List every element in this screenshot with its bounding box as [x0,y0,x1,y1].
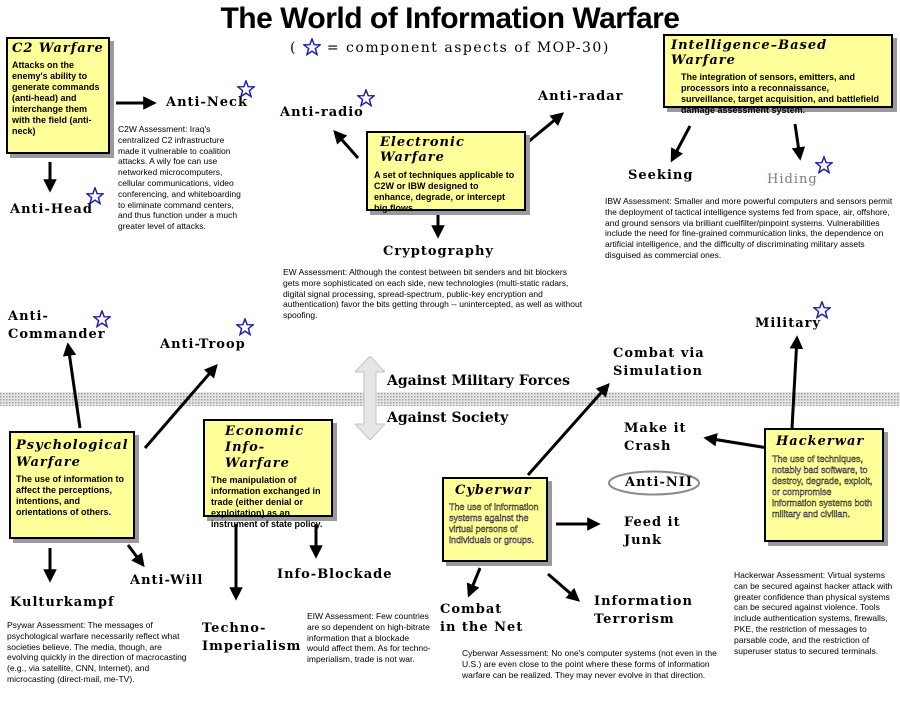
node-anti-commander: Anti- Commander [8,309,106,342]
node-anti-radio: Anti-radio [280,105,364,120]
arrow-ew-anti-radar [527,112,565,144]
legend-text: = component aspects of MOP-30) [326,40,610,56]
star-icon [237,80,255,98]
node-anti-neck: Anti-Neck [166,95,248,110]
star-icon [236,318,254,336]
star-icon [302,38,321,56]
node-make-it-crash: Make it Crash [624,421,687,454]
arrow-ibw-hiding [791,123,806,161]
node-kulturkampf: Kulturkampf [10,595,115,610]
node-info-blockade: Info-Blockade [277,567,393,582]
node-techno-imperialism: Techno- Imperialism [202,621,302,654]
intelligence-warfare-box[interactable]: Intelligence–Based Warfare The integrati… [663,34,893,115]
node-anti-troop: Anti-Troop [160,337,246,352]
electronic-warfare-description: A set of techniques applicable to C2W or… [374,170,515,213]
hackerwar-box[interactable]: Hackerwar The use of techniques, notably… [764,428,884,542]
node-feed-it-junk: Feed it Junk [624,515,681,548]
anti-nii-ellipse [608,470,700,496]
star-icon [815,156,833,174]
node-anti-radar: Anti-radar [538,89,624,104]
legend-subtitle: ( = component aspects of MOP-30) [290,38,610,56]
band-label-society: Against Society [387,410,509,426]
c2-warfare-box[interactable]: C2 Warfare Attacks on the enemy's abilit… [6,37,110,154]
ew-assessment: EW Assessment: Although the contest betw… [283,267,583,321]
ibw-assessment: IBW Assessment: Smaller and more powerfu… [605,196,893,260]
arrow-ew-anti-radio [333,129,360,159]
arrow-psy-anti-troop [143,363,218,449]
double-arrow-icon [355,356,385,440]
arrow-cyber-combat-net [466,567,482,598]
node-combat-in-the-net: Combat in the Net [440,602,524,635]
cyberwar-title: Cyberwar [455,483,532,498]
psychological-warfare-box[interactable]: Psychological Warfare The use of informa… [9,431,135,539]
cyberwar-assessment: Cyberwar Assessment: No one's computer s… [462,648,717,680]
node-cryptography: Cryptography [383,244,494,259]
psychological-warfare-description: The use of information to affect the per… [16,474,124,517]
c2w-assessment: C2W Assessment: Iraq's centralized C2 in… [118,124,241,232]
node-anti-head: Anti-Head [10,202,93,217]
node-combat-via-simulation: Combat via Simulation [613,346,705,379]
hackerwar-title: Hackerwar [776,434,865,449]
eiw-assessment: EIW Assessment: Few countries are so dep… [307,611,431,665]
star-icon [813,301,831,319]
node-anti-will: Anti-Will [130,573,204,588]
star-icon [86,187,104,205]
psywar-assessment: Psywar Assessment: The messages of psych… [7,620,187,684]
arrow-hacker-military [789,335,804,429]
intelligence-warfare-description: The integration of sensors, emitters, an… [681,72,880,115]
intelligence-warfare-title: Intelligence–Based Warfare [671,38,828,68]
node-military: Military [755,316,822,331]
band-label-military: Against Military Forces [387,373,571,389]
arrow-cyber-terrorism [547,572,581,602]
arrow-psy-anti-commander [62,342,82,429]
node-hiding: Hiding [767,172,818,187]
cyberwar-description: The use of information systems against t… [449,502,539,545]
economic-warfare-box[interactable]: Economic Info-Warfare The manipulation o… [203,419,333,529]
c2-warfare-title: C2 Warfare [12,41,104,56]
c2-warfare-description: Attacks on the enemy's ability to genera… [12,60,100,136]
node-anti-nii: Anti-NII [625,475,693,490]
star-icon [93,310,111,328]
node-information-terrorism: Information Terrorism [594,594,693,627]
node-seeking: Seeking [628,168,694,183]
economic-warfare-title: Economic Info-Warfare [225,424,305,471]
electronic-warfare-box[interactable]: Electronic Warfare A set of techniques a… [366,131,526,213]
hackerwar-assessment: Hackerwar Assessment: Virtual systems ca… [734,570,893,656]
arrow-ibw-seeking [670,125,692,163]
star-icon [357,89,375,107]
legend-open-paren: ( [290,40,297,56]
psychological-warfare-title: Psychological Warfare [16,438,129,470]
electronic-warfare-title: Electronic Warfare [380,135,465,165]
economic-warfare-description: The manipulation of information exchange… [211,475,323,529]
arrow-cyber-combat-sim [526,382,610,476]
cyberwar-box[interactable]: Cyberwar The use of information systems … [442,477,548,562]
arrow-psy-anti-will [126,544,145,568]
page-title: The World of Information Warfare [220,2,680,35]
arrow-hacker-make-crash [703,433,769,450]
hackerwar-description: The use of techniques, notably bad softw… [772,454,873,519]
